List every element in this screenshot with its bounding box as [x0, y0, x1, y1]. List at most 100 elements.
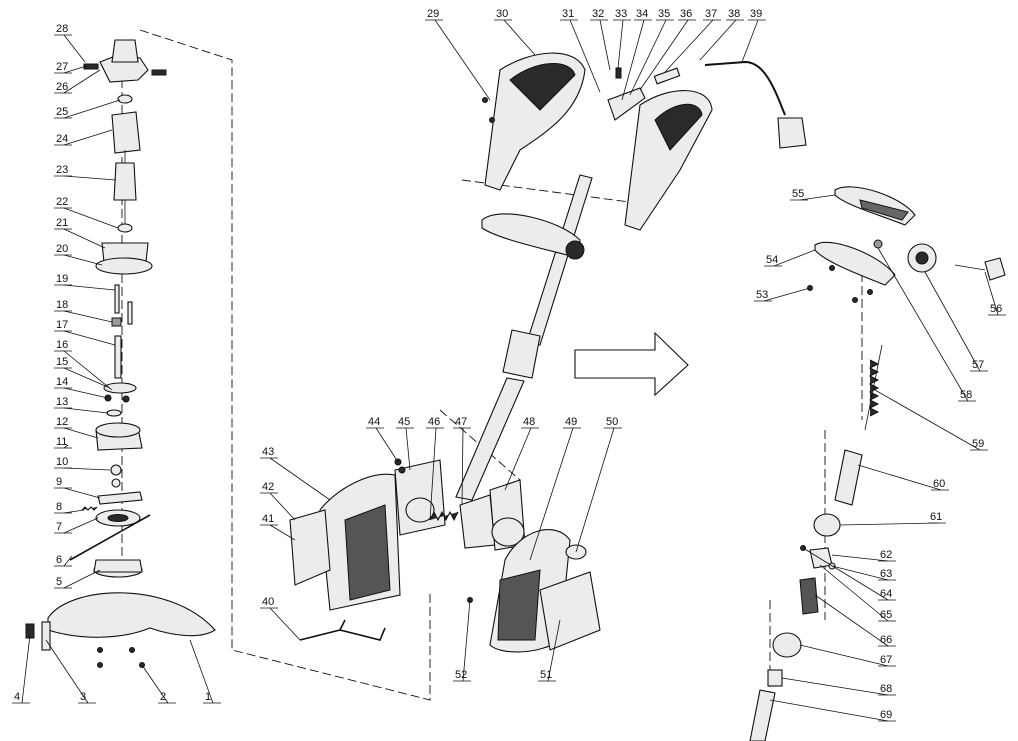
part-number-57: 57 [972, 359, 984, 371]
lower-shaft-end [749, 689, 776, 741]
part-number-24: 24 [56, 133, 68, 145]
leader-line-36 [639, 19, 689, 91]
leader-line-23 [63, 175, 117, 181]
leader-line-48 [504, 427, 532, 491]
leader-line-68 [781, 677, 889, 696]
part-number-15: 15 [56, 356, 68, 368]
leader-line-9 [63, 487, 101, 499]
part-number-62: 62 [880, 549, 892, 561]
leader-line-6 [63, 555, 73, 567]
leader-line-34 [621, 19, 645, 101]
part-number-47: 47 [455, 416, 467, 428]
leader-line-31 [569, 19, 601, 93]
part-number-12: 12 [56, 416, 68, 428]
part-number-5: 5 [56, 576, 62, 588]
leader-line-62 [831, 554, 889, 562]
part-number-31: 31 [562, 8, 574, 20]
housing-screw [114, 284, 120, 314]
part-number-10: 10 [56, 456, 68, 468]
hub-nut [110, 464, 122, 476]
shaft-lock-nut [772, 632, 802, 658]
leader-line-55 [799, 194, 836, 201]
part-number-26: 26 [56, 81, 68, 93]
part-number-43: 43 [262, 446, 274, 458]
part-number-59: 59 [972, 438, 984, 450]
leader-line-52 [462, 599, 471, 682]
part-number-36: 36 [680, 8, 692, 20]
hub-washer [111, 478, 121, 488]
leader-line-19 [63, 284, 116, 291]
small-screw-2 [122, 395, 130, 403]
leader-line-63 [831, 565, 889, 581]
part-number-50: 50 [606, 416, 618, 428]
motor-housing-flange [95, 257, 153, 275]
leader-line-37 [664, 19, 714, 73]
leader-line-15 [63, 367, 111, 389]
switch-spring [615, 67, 622, 79]
part-number-23: 23 [56, 164, 68, 176]
part-number-61: 61 [930, 511, 942, 523]
part-number-45: 45 [398, 416, 410, 428]
leader-line-43 [269, 457, 331, 501]
shaft-spring [868, 359, 880, 417]
leader-line-27 [63, 65, 87, 74]
leader-line-28 [63, 34, 86, 63]
part-number-17: 17 [56, 319, 68, 331]
bracket-screw-left [83, 63, 99, 70]
part-number-16: 16 [56, 339, 68, 351]
part-number-55: 55 [792, 188, 804, 200]
rotation-lock [459, 494, 496, 549]
guard-screw-2 [129, 647, 135, 653]
shaft-clamp-ring [405, 497, 435, 523]
leader-line-61 [839, 522, 939, 526]
leader-line-45 [405, 427, 411, 471]
part-number-37: 37 [705, 8, 717, 20]
part-number-callouts: 1234567891011121314151617181920212223242… [12, 8, 1006, 722]
housing-screw-b [398, 466, 406, 474]
spool-cover-body [93, 559, 143, 573]
shaft-lock-collar [502, 329, 541, 379]
trigger-switch [607, 87, 646, 121]
leader-line-1 [189, 639, 214, 704]
part-number-22: 22 [56, 196, 68, 208]
leader-line-8 [63, 509, 85, 514]
part-number-33: 33 [615, 8, 627, 20]
leader-line-16 [63, 350, 113, 391]
leader-line-26 [63, 69, 101, 94]
part-number-29: 29 [427, 8, 439, 20]
part-number-20: 20 [56, 243, 68, 255]
housing-front-cover [539, 571, 601, 651]
auxiliary-handle-knob [565, 240, 585, 260]
leader-line-17 [63, 330, 116, 346]
leader-line-51 [547, 619, 561, 682]
part-number-42: 42 [262, 481, 274, 493]
washer [106, 409, 122, 417]
spool-bracket [97, 491, 143, 505]
leader-line-39 [741, 19, 759, 63]
part-number-25: 25 [56, 106, 68, 118]
part-number-38: 38 [728, 8, 740, 20]
part-number-40: 40 [262, 596, 274, 608]
leader-line-24 [63, 129, 113, 146]
cover-screw-2 [829, 265, 835, 271]
power-plug [777, 117, 807, 149]
bearing-lower [117, 223, 133, 233]
part-number-9: 9 [56, 476, 62, 488]
line-spool-core [107, 514, 129, 522]
shaft-handle-assembly [289, 52, 807, 653]
part-number-14: 14 [56, 376, 68, 388]
leader-line-57 [924, 271, 981, 372]
handle-pin [653, 67, 681, 85]
leader-line-2 [141, 664, 169, 704]
part-number-49: 49 [565, 416, 577, 428]
part-number-7: 7 [56, 521, 62, 533]
cam-plate [103, 382, 137, 394]
leader-line-30 [503, 19, 536, 56]
leader-line-12 [63, 427, 99, 439]
part-number-52: 52 [455, 669, 467, 681]
inner-shaft-sleeve [834, 449, 863, 506]
part-number-39: 39 [750, 8, 762, 20]
leader-line-58 [877, 247, 969, 402]
rotation-spring [429, 510, 459, 522]
